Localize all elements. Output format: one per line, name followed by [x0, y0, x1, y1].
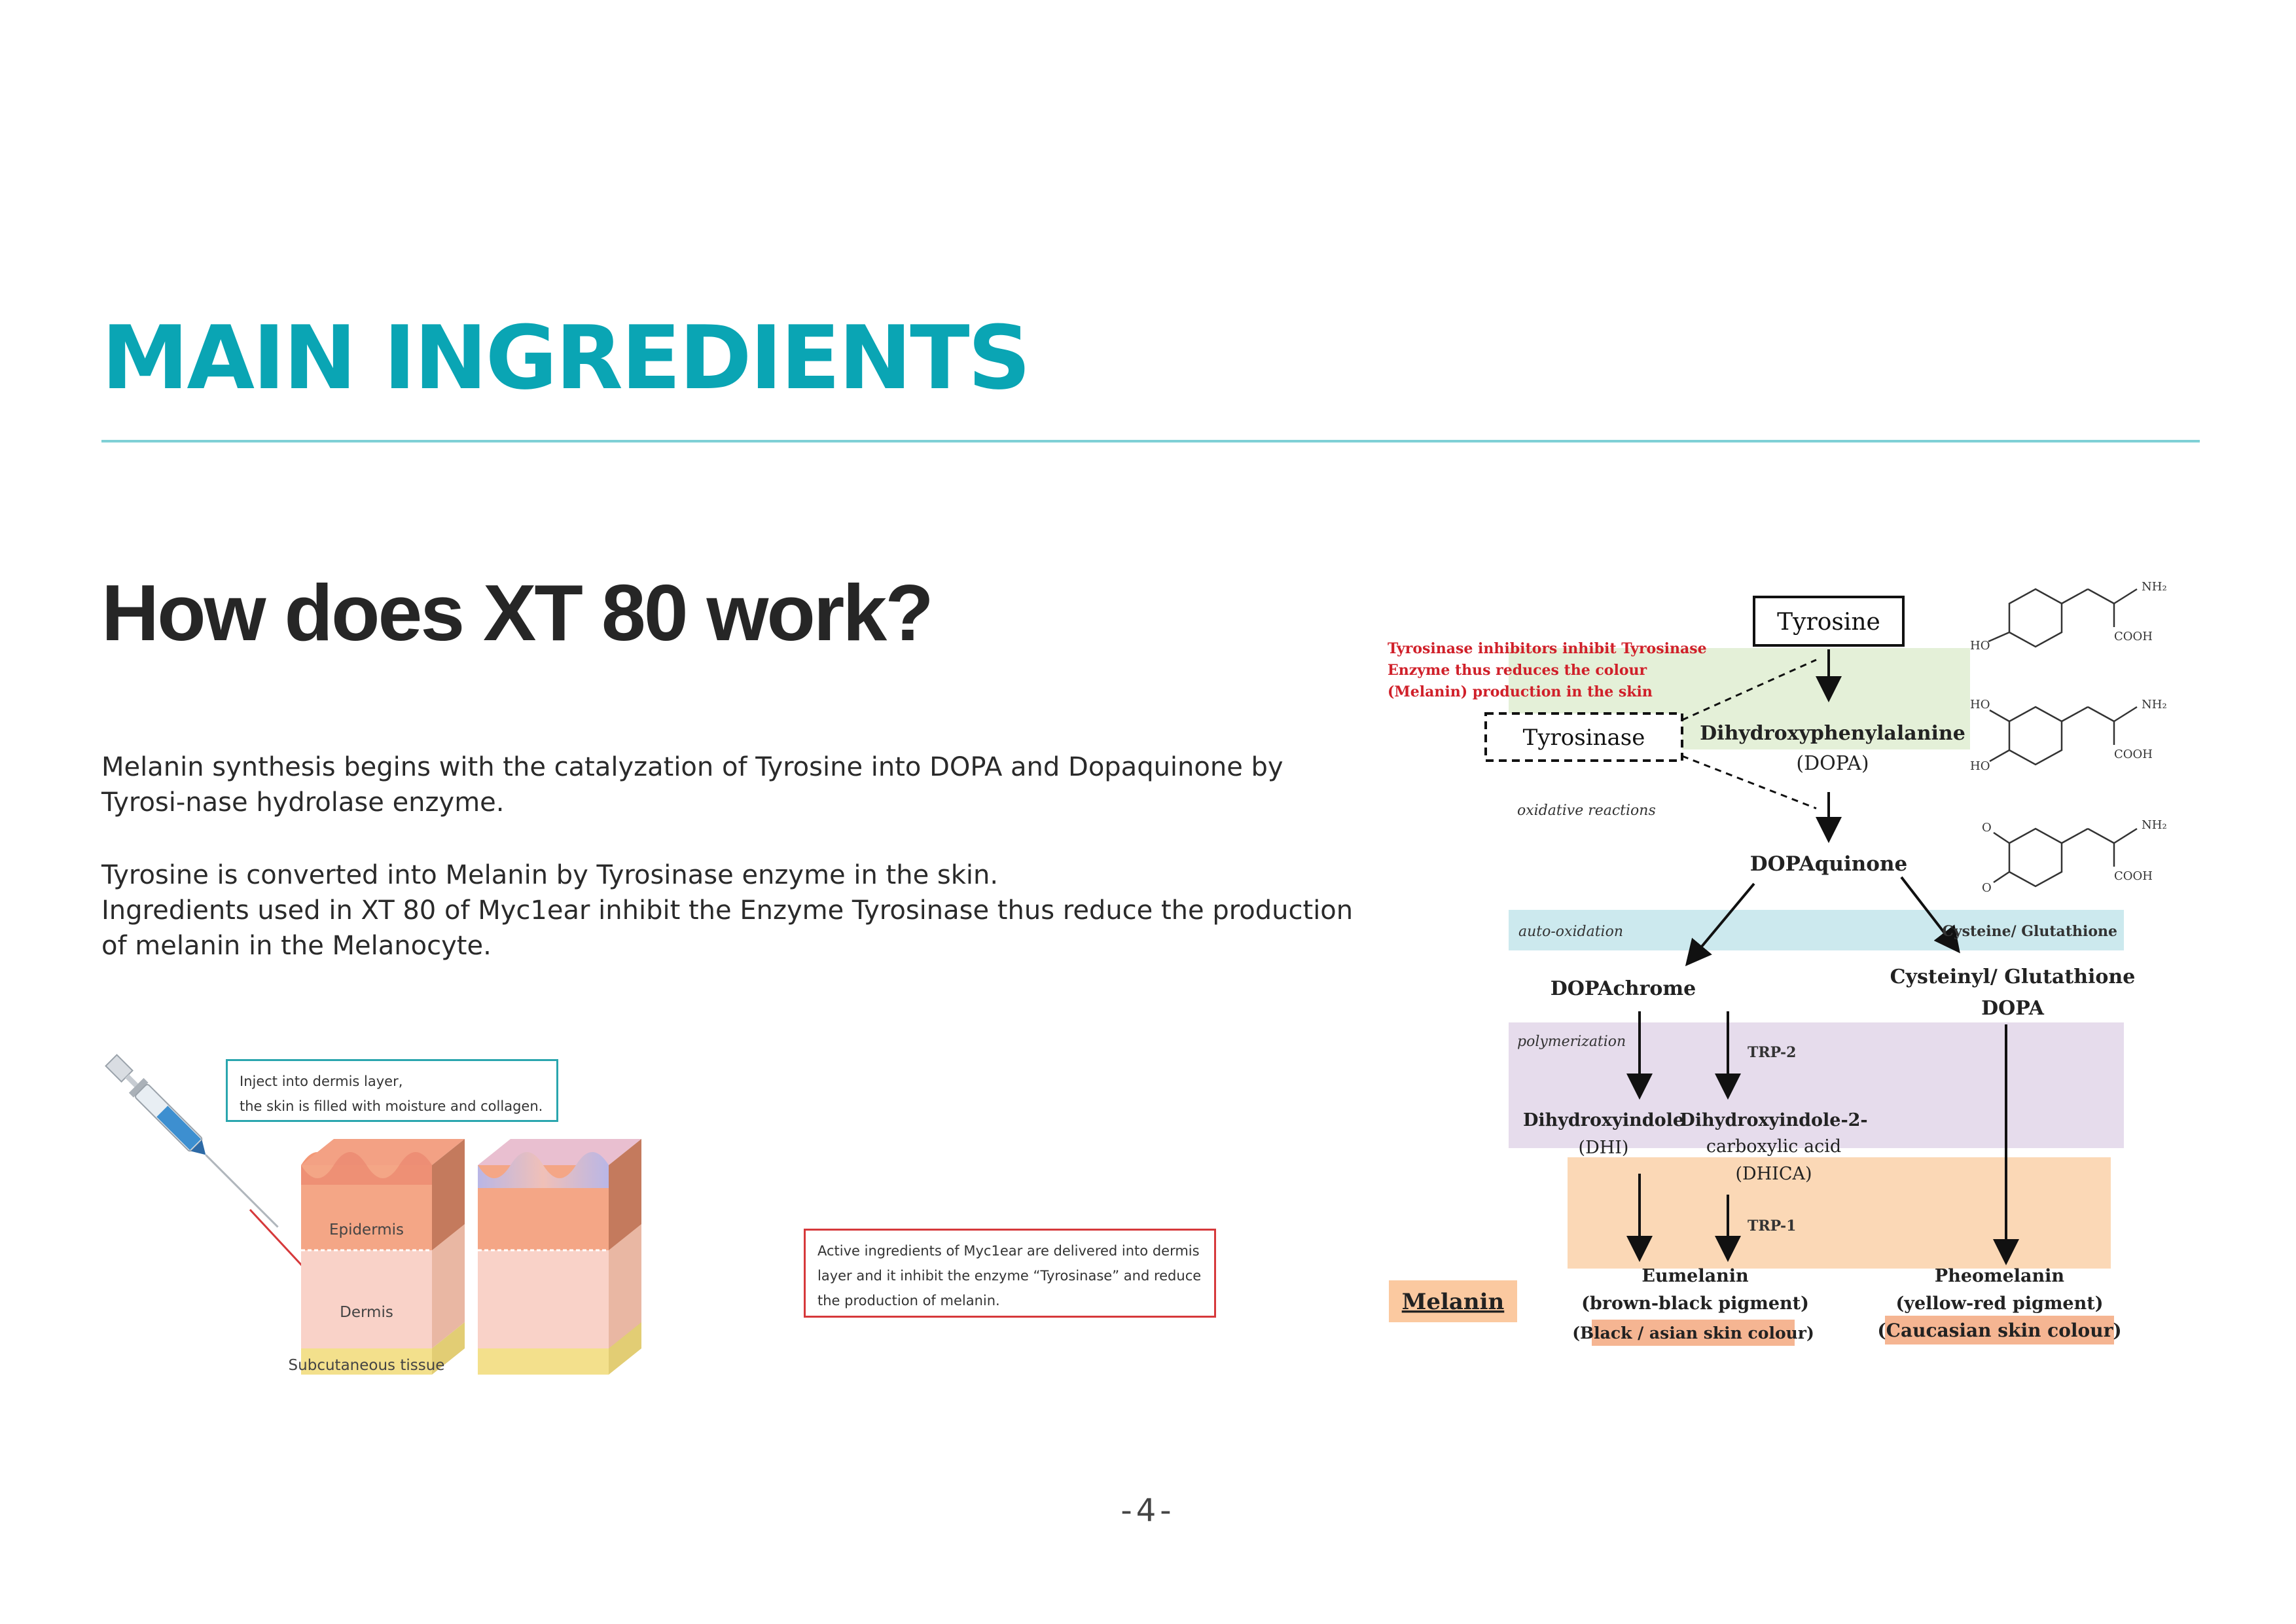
inhibitor-note-line: Enzyme thus reduces the colour [1388, 662, 1647, 679]
active-callout-line: Active ingredients of Myc1ear are delive… [817, 1243, 1200, 1259]
arrow-to-cysteinyl [1900, 876, 1960, 954]
tyrosine-label: Tyrosine [1777, 609, 1880, 636]
auto-oxidation-label: auto-oxidation [1518, 924, 1623, 940]
pheomelanin-skin-box [1885, 1316, 2114, 1344]
tyrosine-box [1753, 596, 1905, 647]
dopachrome-label: DOPAchrome [1551, 977, 1696, 1000]
catalysis-connector [1681, 755, 1817, 810]
polymerization-label: polymerization [1517, 1034, 1626, 1050]
melanin-pathway-diagram: Tyrosinase inhibitors inhibit Tyrosinase… [1388, 580, 2167, 1346]
skin-injection-illustration: Epidermis Dermis Subcutaneous tissue [105, 1054, 641, 1375]
eumelanin-skin-box [1592, 1320, 1795, 1346]
eumelanin-pigment: (brown-black pigment) [1581, 1293, 1809, 1314]
cysteinyl-label: Cysteinyl/ Glutathione [1890, 965, 2136, 988]
arrow-to-dopachrome [1685, 882, 1755, 967]
inhibitor-note-line: Tyrosinase inhibitors inhibit Tyrosinase [1388, 640, 1707, 657]
dhica-label: Dihydroxyindole-2- [1679, 1110, 1867, 1130]
trp2-label: TRP-2 [1748, 1044, 1796, 1061]
cysteine-label: Cysteine/ Glutathione [1942, 923, 2117, 940]
eumelanin-label: Eumelanin [1641, 1266, 1749, 1286]
melanin-band [1568, 1157, 2111, 1269]
dopaquinone-structure-icon [1993, 827, 2138, 888]
inject-callout: Inject into dermis layer, the skin is fi… [226, 1059, 558, 1122]
dopa-nh2: NH₂ [2142, 698, 2167, 712]
tyrosine-ho: HO [1970, 639, 1990, 653]
tyrosinase-box [1484, 712, 1683, 762]
polymerization-band [1509, 1022, 2124, 1148]
tyrosine-structure-icon [1988, 588, 2138, 648]
tyrosine-cooh: COOH [2114, 630, 2153, 643]
tyrosinase-label: Tyrosinase [1523, 725, 1645, 751]
subcutaneous-label: Subcutaneous tissue [289, 1357, 445, 1374]
eumelanin-skin: (Black / asian skin colour) [1572, 1324, 1814, 1343]
active-ingredients-callout: Active ingredients of Myc1ear are delive… [804, 1229, 1216, 1318]
tyrosine-paragraph: Tyrosine is converted into Melanin by Ty… [101, 860, 999, 890]
dopa-structure-icon [1989, 706, 2138, 766]
melanin-label: Melanin [1402, 1289, 1505, 1315]
dhica-abbrev: (DHICA) [1735, 1164, 1812, 1184]
dopaquinone-cooh: COOH [2114, 869, 2153, 883]
tyrosine-nh2: NH₂ [2142, 580, 2167, 594]
page-title: MAIN INGREDIENTS [101, 307, 1031, 409]
syringe-icon [105, 1054, 279, 1228]
dhi-abbrev: (DHI) [1579, 1138, 1629, 1158]
section-heading: How does XT 80 work? [101, 568, 934, 657]
dopa-cooh: COOH [2114, 748, 2153, 761]
dopaquinone-o-bottom: O [1982, 881, 1992, 895]
dopa-ho-bottom: HO [1970, 759, 1990, 773]
pheomelanin-label: Pheomelanin [1935, 1266, 2065, 1286]
title-divider [101, 440, 2200, 442]
dermis-label: Dermis [340, 1304, 393, 1321]
inject-callout-line: the skin is filled with moisture and col… [240, 1098, 543, 1114]
auto-oxidation-band [1509, 910, 2124, 950]
catalysis-connector [1681, 659, 1817, 721]
active-callout-line: the production of melanin. [817, 1293, 1000, 1308]
melanin-label-box [1389, 1280, 1517, 1322]
cysteinyl-dopa-label: DOPA [1981, 997, 2045, 1020]
page-number: -4- [1121, 1492, 1175, 1529]
dopaquinone-o-top: O [1982, 821, 1992, 835]
oxidative-label: oxidative reactions [1517, 803, 1656, 819]
dopa-abbrev: (DOPA) [1796, 752, 1869, 775]
dopaquinone-nh2: NH₂ [2142, 818, 2167, 832]
inject-callout-line: Inject into dermis layer, [240, 1074, 403, 1089]
skin-block-before [301, 1139, 465, 1375]
intro-paragraph: Melanin synthesis begins with the cataly… [101, 752, 1283, 818]
dopa-label: Dihydroxyphenylalanine [1700, 722, 1965, 745]
ingredients-paragraph: Ingredients used in XT 80 of Myc1ear inh… [101, 895, 1354, 961]
inhibitor-note-line: (Melanin) production in the skin [1388, 683, 1653, 700]
pheomelanin-skin: (Caucasian skin colour) [1877, 1320, 2121, 1341]
skin-block-after [478, 1139, 641, 1375]
pheomelanin-pigment: (yellow-red pigment) [1896, 1293, 2104, 1314]
dopa-ho-top: HO [1970, 698, 1990, 712]
dhica-label-2: carboxylic acid [1706, 1136, 1841, 1157]
dopaquinone-label: DOPAquinone [1750, 852, 1907, 876]
dhi-label: Dihydroxyindole [1523, 1110, 1684, 1130]
trp1-label: TRP-1 [1748, 1218, 1796, 1235]
active-callout-line: layer and it inhibit the enzyme “Tyrosin… [817, 1268, 1202, 1284]
epidermis-label: Epidermis [329, 1221, 404, 1238]
